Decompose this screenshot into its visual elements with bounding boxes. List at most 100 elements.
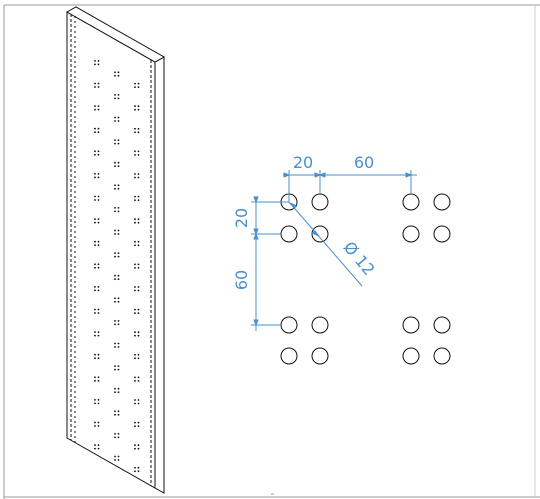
panel-hole — [97, 425, 100, 427]
panel-hole — [97, 308, 100, 311]
panel-hole — [97, 334, 100, 337]
hole — [311, 347, 329, 365]
panel-hole — [117, 387, 120, 390]
panel-hole — [134, 380, 136, 382]
panel-hole — [134, 425, 136, 427]
dim-vertical-gap-label: 60 — [232, 270, 251, 290]
panel-hole — [97, 399, 100, 401]
panel-hole — [134, 244, 136, 247]
panel-hole — [97, 150, 100, 153]
panel-hole — [94, 86, 96, 88]
panel-hole — [114, 387, 116, 390]
drawing-frame — [3, 4, 540, 499]
hole — [280, 347, 298, 365]
panel-hole — [117, 233, 120, 235]
panel-hole — [134, 105, 136, 108]
panel-hole — [114, 320, 116, 322]
hole-group-top-right — [402, 193, 451, 243]
panel-hole — [117, 320, 120, 322]
panel-hole — [134, 402, 136, 405]
panel-hole — [94, 127, 96, 130]
panel-hole — [97, 244, 100, 247]
panel-hole — [134, 263, 136, 266]
panel-hole — [134, 444, 136, 447]
panel-hole — [94, 176, 96, 179]
panel-hole — [97, 266, 100, 269]
panel-hole — [117, 252, 120, 255]
panel-hole — [137, 357, 140, 360]
panel-hole — [137, 267, 140, 269]
panel-hole — [94, 353, 96, 356]
panel-hole — [114, 391, 116, 394]
panel-hole — [134, 357, 136, 360]
panel-hole — [94, 447, 96, 450]
panel-hole — [97, 153, 100, 156]
dim-hole-diameter-label: Ø 12 — [340, 238, 379, 279]
hole — [402, 193, 420, 211]
panel-hole — [134, 82, 136, 85]
panel-hole — [137, 105, 140, 108]
panel-hole — [94, 173, 96, 175]
panel-hole — [114, 210, 116, 213]
panel-hole — [137, 150, 140, 153]
panel-hole — [94, 105, 96, 107]
panel-hole — [134, 108, 136, 111]
panel-hole — [137, 380, 140, 382]
panel-hole — [137, 331, 140, 334]
panel-hole — [97, 357, 100, 360]
hole — [280, 225, 298, 243]
hole — [402, 347, 420, 365]
panel-hole — [137, 263, 140, 266]
panel-hole — [117, 161, 120, 164]
panel-hole — [114, 413, 116, 416]
panel-hole — [97, 444, 100, 446]
panel-hole — [97, 86, 100, 88]
hole-group-bottom-right — [402, 316, 451, 365]
panel-hole — [134, 240, 136, 243]
hole — [311, 193, 329, 211]
panel-hole — [94, 263, 96, 266]
panel-hole — [114, 97, 116, 100]
panel-hole — [117, 342, 120, 345]
panel-hole — [137, 402, 140, 405]
hole — [433, 347, 451, 365]
panel-hole — [134, 195, 136, 198]
panel-hole — [137, 353, 140, 356]
panel-hole — [117, 142, 120, 145]
panel-hole — [94, 379, 96, 382]
hole-group-top-left — [280, 193, 329, 243]
panel-hole — [117, 413, 120, 416]
panel-hole — [114, 116, 116, 119]
panel-hole — [97, 402, 100, 405]
panel-hole — [97, 105, 100, 107]
hole-pattern-detail: 20 60 20 60 Ø 12 — [232, 153, 451, 365]
panel-hole — [94, 108, 96, 111]
panel-hole — [117, 274, 120, 277]
panel-hole — [134, 399, 136, 401]
panel-hole — [134, 308, 136, 311]
panel-hole — [117, 391, 120, 394]
panel-hole — [97, 421, 100, 424]
panel-hole — [114, 139, 116, 142]
panel-hole — [137, 86, 140, 88]
panel-hole — [97, 286, 100, 288]
panel-hole — [137, 240, 140, 243]
panel-hole — [97, 63, 100, 66]
panel-hole — [94, 331, 96, 333]
panel-top-face — [65, 6, 166, 63]
panel-hole — [134, 176, 136, 179]
panel-hole — [114, 365, 116, 367]
panel-hole — [117, 455, 120, 458]
hole — [433, 225, 451, 243]
panel-hole — [114, 410, 116, 413]
panel-hole — [97, 82, 100, 85]
panel-hole — [114, 120, 116, 122]
panel-hole — [134, 289, 136, 292]
panel-hole — [114, 342, 116, 345]
panel-hole — [114, 368, 116, 371]
panel-hole — [97, 195, 100, 198]
panel-hole — [114, 184, 116, 187]
panel-hole — [137, 199, 140, 202]
panel-hole — [94, 266, 96, 269]
panel-hole — [137, 376, 140, 379]
